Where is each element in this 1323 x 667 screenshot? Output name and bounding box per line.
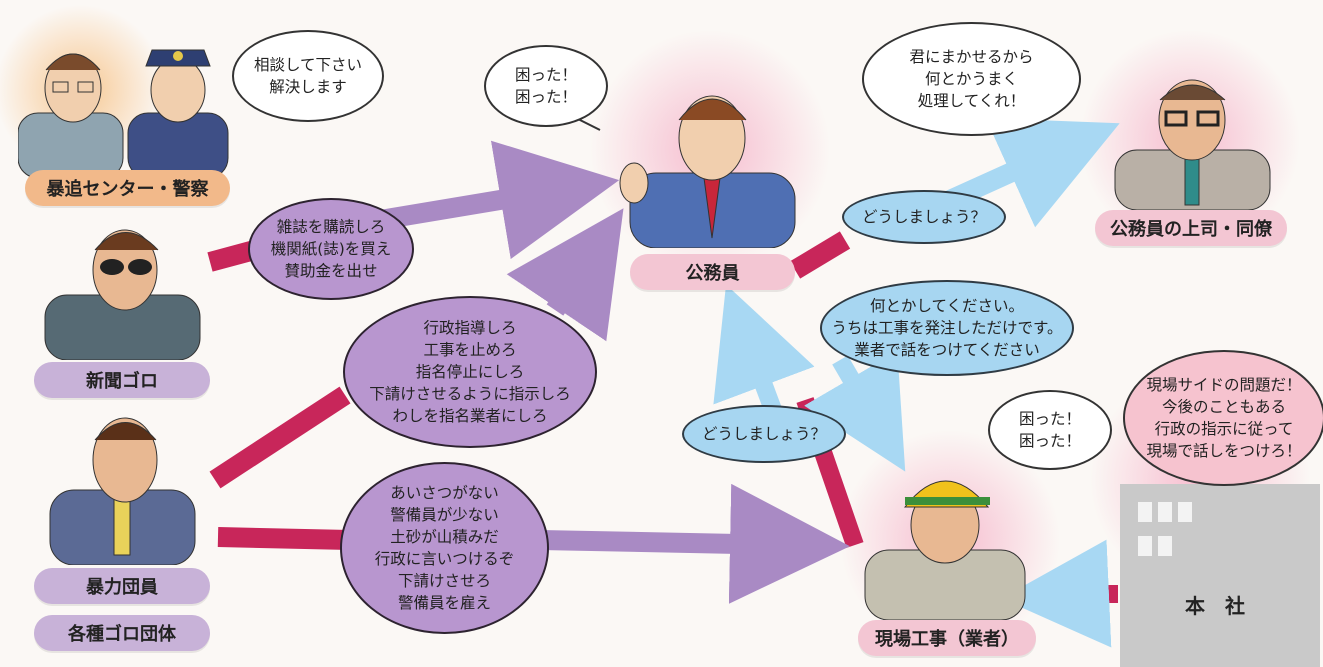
bubble-line: 現場で話しをつけろ！ [1146,442,1302,460]
contractor-worry-bubble: 困った！ 困った！ [988,390,1112,470]
bubble-line: 下請けさせろ [397,572,491,590]
police-and-staff-illustration [18,49,229,178]
official-to-boss-bubble: どうしましょう？ [842,190,1006,244]
newspaper-demand-bubble: 雑誌を購読しろ 機関紙(誌)を買え 賛助金を出せ [248,198,414,300]
bubble-line: わしを指名業者にしろ [392,407,548,425]
boss-illustration [1114,79,1271,210]
gangster-to-contractor-bubble: あいさつがない 警備員が少ない 土砂が山積みだ 行政に言いつけるぞ 下請けさせろ… [340,462,549,634]
bubble-line: 指名停止にしろ [415,363,525,381]
bubble-line: 困った！ [1018,432,1081,450]
bubble-line: 君にまかせるから [909,48,1034,66]
bubble-line: 行政の指示に従って [1154,420,1294,438]
headquarters-label: 本 社 [1185,594,1245,618]
bubble-line: 下請けさせるように指示しろ [369,385,571,403]
gangster-label: 暴力団員 [34,568,210,604]
bubble-line: 機関紙(誌)を買え [270,240,392,258]
bubble-line: 解決します [269,78,347,96]
bubble-line: うちは工事を発注しただけです。 [831,319,1063,337]
official-illustration [619,95,796,248]
bubble-line: あいさつがない [390,484,499,502]
bubble-line: 土砂が山積みだ [390,528,499,546]
official-to-contractor-bubble: 何とかしてください。 うちは工事を発注しただけです。 業者で話をつけてください [820,280,1074,376]
police-offer-bubble: 相談して下さい 解決します [232,30,384,122]
bubble-line: 困った！ [514,88,577,106]
arrow-newspaper-to-official [378,140,620,260]
bubble-line: 相談して下さい [253,56,363,74]
bar-official [789,231,851,279]
hq-reply-bubble: 現場サイドの問題だ！ 今後のこともある 行政の指示に従って 現場で話しをつけろ！ [1123,350,1323,486]
bubble-line: 何とかうまく [924,70,1018,88]
newspaper-thug-label: 新聞ゴロ [34,362,210,398]
bubble-line: 行政に言いつけるぞ [374,550,515,568]
building-window [1138,536,1152,556]
contractor-to-official-bubble: どうしましょう？ [682,405,846,463]
building-window [1178,502,1192,522]
official-label: 公務員 [630,254,795,290]
bubble-line: 賛助金を出せ [284,262,378,280]
bubble-line: 警備員を雇え [397,594,491,612]
bubble-line: 業者で話をつけてください [854,341,1040,359]
bubble-line: 困った！ [514,66,577,84]
building-window [1158,502,1172,522]
gangster-to-official-bubble: 行政指導しろ 工事を止めろ 指名停止にしろ 下請けさせるように指示しろ わしを指… [343,296,597,448]
bar-gangster-upper [209,386,351,489]
building-window [1158,536,1172,556]
thug-groups-label: 各種ゴロ団体 [34,615,210,651]
boss-label: 公務員の上司・同僚 [1095,210,1287,246]
bubble-line: 行政指導しろ [423,319,517,337]
arrow-gangster-to-official [506,208,624,342]
bubble-line: 処理してくれ！ [917,92,1026,110]
bubble-line: どうしましょう？ [701,425,826,443]
official-worry-bubble: 困った！ 困った！ [484,45,608,127]
contractor-illustration [864,480,1026,620]
bubble-line: 工事を止めろ [423,341,517,359]
bubble-line: 警備員が少ない [390,506,499,524]
arrow-official-to-boss [945,118,1120,228]
bubble-line: 現場サイドの問題だ！ [1146,376,1302,394]
bubble-line: 困った！ [1018,410,1081,428]
building-window [1138,502,1152,522]
arrow-gangster-to-contractor [539,483,850,604]
bar-gangster-lower [217,527,351,550]
bubble-line: どうしましょう？ [861,208,986,226]
boss-reply-bubble: 君にまかせるから 何とかうまく 処理してくれ！ [862,22,1081,136]
bubble-line: 雑誌を購読しろ [276,218,386,236]
bubble-line: 今後のこともある [1161,398,1286,416]
bubble-line: 何とかしてください。 [869,297,1025,315]
newspaper-thug-illustration [44,229,201,360]
contractor-label: 現場工事（業者） [858,620,1036,656]
police-label: 暴追センター・警察 [25,170,230,206]
arrow-official-to-contractor [804,351,906,472]
headquarters-building [1120,484,1320,667]
arrow-hq-to-contractor [1001,539,1112,648]
gangster-illustration [49,417,196,565]
